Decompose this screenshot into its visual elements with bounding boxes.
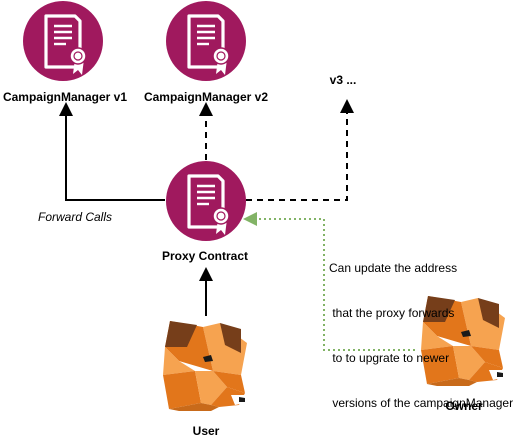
owner-note-line: Can update the address xyxy=(329,261,458,275)
node-label-proxy: Proxy Contract xyxy=(161,249,249,263)
node-label-v1: CampaignManager v1 xyxy=(2,90,128,104)
proxy-contract-icon[interactable] xyxy=(164,159,248,243)
contract-v2-icon[interactable] xyxy=(164,0,248,83)
edge-proxy-to-v1 xyxy=(59,102,165,201)
node-label-v3: v3 ... xyxy=(329,73,357,87)
node-label-user: User xyxy=(192,424,220,438)
owner-note-line: to to upgrate to newer xyxy=(329,351,450,365)
user-fox-icon[interactable] xyxy=(163,321,247,411)
edge-label-owner-note: Can update the address that the proxy fo… xyxy=(329,231,513,441)
edge-proxy-to-v3 xyxy=(246,99,354,201)
owner-note-line: versions of the campaignManager xyxy=(329,396,514,410)
node-label-v2: CampaignManager v2 xyxy=(143,90,269,104)
node-label-owner: Owner xyxy=(445,399,483,413)
owner-note-line: that the proxy forwards xyxy=(329,306,455,320)
edge-label-forward-calls: Forward Calls xyxy=(38,210,113,224)
contract-v1-icon[interactable] xyxy=(21,0,105,83)
edge-owner-to-proxy xyxy=(243,212,415,351)
